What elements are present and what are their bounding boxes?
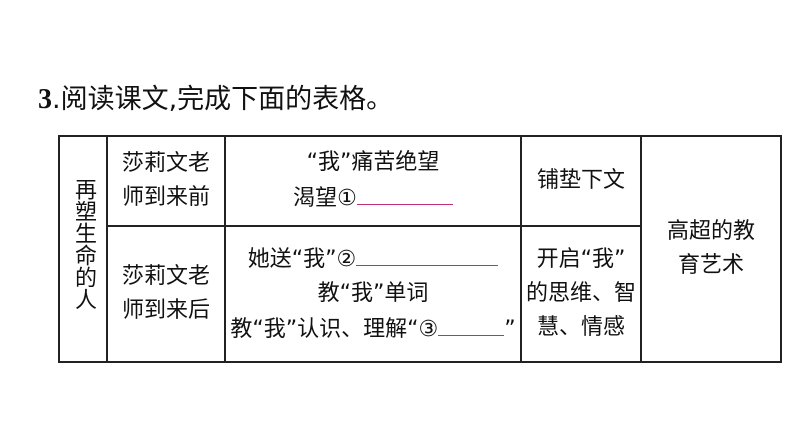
question-text: .阅读课文,完成下面的表格。 <box>52 84 394 115</box>
art-line-2: 育艺术 <box>677 253 744 278</box>
time-before-line-1: 莎莉文老 <box>121 151 210 177</box>
detail-after-line-3: 教“我”认识、理解“③ ” <box>226 311 520 347</box>
time-after-line-1: 莎莉文老 <box>121 264 210 290</box>
time-before-line-2: 师到来前 <box>121 185 210 211</box>
effect-after-line-2: 的思维、智 <box>525 281 636 307</box>
question-heading: 3.阅读课文,完成下面的表格。 <box>38 82 393 118</box>
answer-blank-1[interactable] <box>356 180 453 206</box>
effect-cell-before: 铺垫下文 <box>520 134 642 228</box>
effect-after-line-1: 开启“我” <box>536 247 626 273</box>
time-cell-after: 莎莉文老 师到来后 <box>106 225 226 363</box>
detail-after-line-1: 她送“我”② <box>226 241 520 277</box>
detail-before-line-1: “我”痛苦绝望 <box>306 150 440 176</box>
detail-after-suffix-3: ” <box>504 317 516 343</box>
detail-after-prefix-1: 她送“我” <box>247 247 337 273</box>
detail-after-line-2: 教“我”单词 <box>317 281 429 307</box>
blank-marker-3: ③ <box>418 317 439 343</box>
art-line-1: 高超的教 <box>666 219 755 244</box>
time-after-line-2: 师到来后 <box>121 298 210 324</box>
side-label-text: 再塑生命的人 <box>71 177 96 310</box>
effect-after-line-3: 慧、情感 <box>536 315 625 341</box>
detail-after-prefix-3: 教“我”认识、理解“ <box>230 317 419 343</box>
answer-blank-2[interactable] <box>356 241 499 267</box>
art-cell: 高超的教 育艺术 <box>640 135 782 363</box>
side-label-cell: 再塑生命的人 <box>58 135 108 363</box>
table-row-before: 再塑生命的人 莎莉文老 师到来前 “我”痛苦绝望 渴望① 铺垫下文 高超的教 育… <box>58 134 782 363</box>
detail-before-prefix: 渴望 <box>293 186 338 212</box>
answer-blank-3[interactable] <box>438 311 505 337</box>
detail-cell-before: “我”痛苦绝望 渴望① <box>224 134 522 228</box>
time-cell-before: 莎莉文老 师到来前 <box>106 134 226 228</box>
table-row-after: 莎莉文老 师到来后 她送“我”② 教“我”单词 教“我”认识、理解“③ ” 开启“… <box>59 225 781 363</box>
question-number: 3 <box>38 84 52 115</box>
effect-before-text: 铺垫下文 <box>536 168 625 194</box>
blank-marker-2: ② <box>336 247 357 273</box>
worksheet-table: 再塑生命的人 莎莉文老 师到来前 “我”痛苦绝望 渴望① 铺垫下文 高超的教 育… <box>58 134 782 363</box>
effect-cell-after: 开启“我” 的思维、智 慧、情感 <box>520 225 642 363</box>
detail-before-line-2: 渴望① <box>226 180 520 216</box>
detail-cell-after: 她送“我”② 教“我”单词 教“我”认识、理解“③ ” <box>224 225 522 363</box>
blank-marker-1: ① <box>337 186 357 212</box>
